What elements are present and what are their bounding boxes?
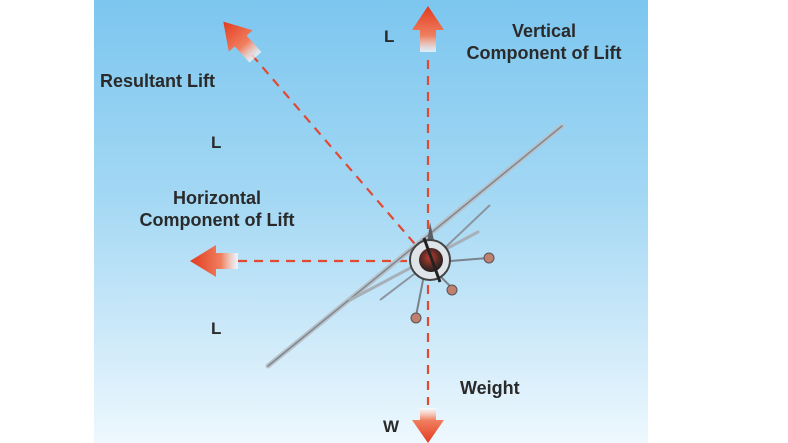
resultant-lift-label: Resultant Lift	[100, 71, 215, 91]
horizontal-label-line1: Horizontal	[173, 188, 261, 208]
airplane-icon	[265, 123, 565, 369]
lift-symbol-middle: L	[211, 133, 222, 152]
lift-symbol-lower: L	[211, 319, 222, 338]
vertical-label-line2: Component of Lift	[466, 43, 622, 63]
horizontal-component-label: Horizontal Component of Lift	[122, 187, 312, 231]
sky-background	[94, 0, 648, 443]
arrow-down-icon	[412, 408, 444, 443]
horizontal-label-line2: Component of Lift	[139, 210, 295, 230]
arrow-up-left-icon	[223, 21, 262, 63]
vertical-label-line1: Vertical	[511, 21, 577, 41]
vertical-component-label: Vertical Component of Lift	[454, 20, 634, 64]
weight-symbol: W	[383, 417, 400, 436]
arrow-up-icon	[412, 6, 444, 52]
resultant-lift-line	[251, 54, 421, 251]
weight-label: Weight	[460, 378, 520, 398]
lift-symbol-top: L	[384, 27, 395, 46]
arrow-left-icon	[190, 245, 238, 277]
